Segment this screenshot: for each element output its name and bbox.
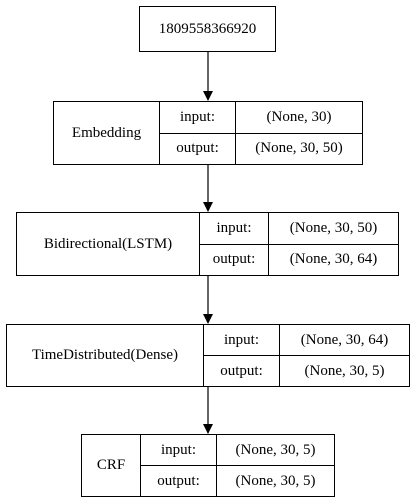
output-label: output: <box>160 133 236 164</box>
layer-node-crf: CRF input: (None, 30, 5) output: (None, … <box>81 434 335 497</box>
layer-node-timedistributed: TimeDistributed(Dense) input: (None, 30,… <box>6 324 410 387</box>
model-id-label: 1809558366920 <box>158 20 257 37</box>
input-label: input: <box>141 435 217 465</box>
layer-node-bidirectional: Bidirectional(LSTM) input: (None, 30, 50… <box>16 212 399 276</box>
input-shape: (None, 30) <box>266 108 332 125</box>
output-shape: (None, 30, 5) <box>235 472 316 489</box>
layer-name: CRF <box>82 435 141 496</box>
input-shape: (None, 30, 5) <box>235 441 316 458</box>
output-label: output: <box>141 466 217 496</box>
layer-node-embedding: Embedding input: (None, 30) output: (Non… <box>53 101 363 165</box>
output-shape: (None, 30, 5) <box>304 362 385 379</box>
layer-name: Bidirectional(LSTM) <box>17 213 200 275</box>
output-label: output: <box>204 356 280 386</box>
model-id-node: 1809558366920 <box>139 6 276 52</box>
input-label: input: <box>204 325 280 355</box>
output-shape: (None, 30, 64) <box>289 251 378 268</box>
output-label: output: <box>200 244 269 275</box>
layer-name: TimeDistributed(Dense) <box>7 325 204 386</box>
input-shape: (None, 30, 64) <box>300 331 389 348</box>
input-label: input: <box>160 102 236 133</box>
output-shape: (None, 30, 50) <box>255 140 343 157</box>
input-label: input: <box>200 213 269 244</box>
layer-name: Embedding <box>54 102 160 164</box>
input-shape: (None, 30, 50) <box>289 219 378 236</box>
